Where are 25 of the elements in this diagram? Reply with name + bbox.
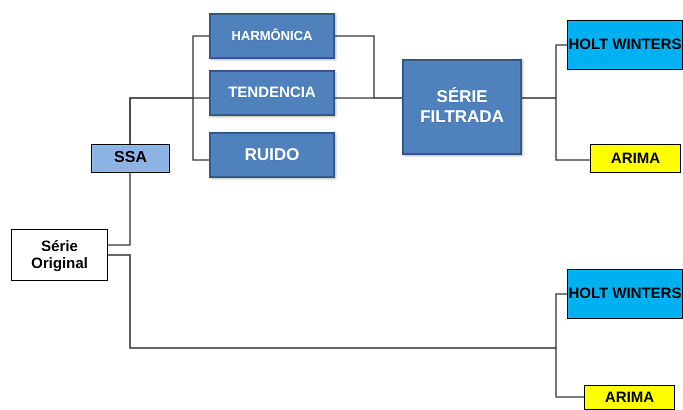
box-label: HARMÔNICA bbox=[232, 28, 312, 44]
connector-line bbox=[108, 173, 131, 246]
model-box bbox=[567, 269, 683, 319]
connector-line bbox=[335, 97, 402, 99]
model-box bbox=[567, 20, 683, 70]
component-box bbox=[209, 70, 335, 116]
box-label: ARIMA bbox=[610, 150, 660, 168]
box-label: HOLT WINTERS bbox=[568, 36, 682, 54]
process-box bbox=[91, 144, 170, 173]
connector-line bbox=[522, 97, 590, 161]
box-label: ARIMA bbox=[604, 388, 654, 406]
component-box bbox=[209, 132, 335, 178]
process-box bbox=[11, 229, 108, 281]
connector-line bbox=[108, 254, 584, 398]
component-box bbox=[209, 13, 335, 59]
process-box bbox=[402, 59, 522, 155]
model-box bbox=[584, 385, 675, 410]
box-label: RUIDO bbox=[244, 145, 300, 165]
box-label: SÉRIE FILTRADA bbox=[419, 87, 505, 127]
connector-line bbox=[129, 97, 209, 161]
box-label: SSA bbox=[114, 149, 147, 168]
model-box bbox=[590, 144, 681, 173]
box-label: HOLT WINTERS bbox=[568, 285, 682, 303]
box-label: Série Original bbox=[30, 238, 89, 272]
box-label: TENDENCIA bbox=[228, 84, 316, 102]
